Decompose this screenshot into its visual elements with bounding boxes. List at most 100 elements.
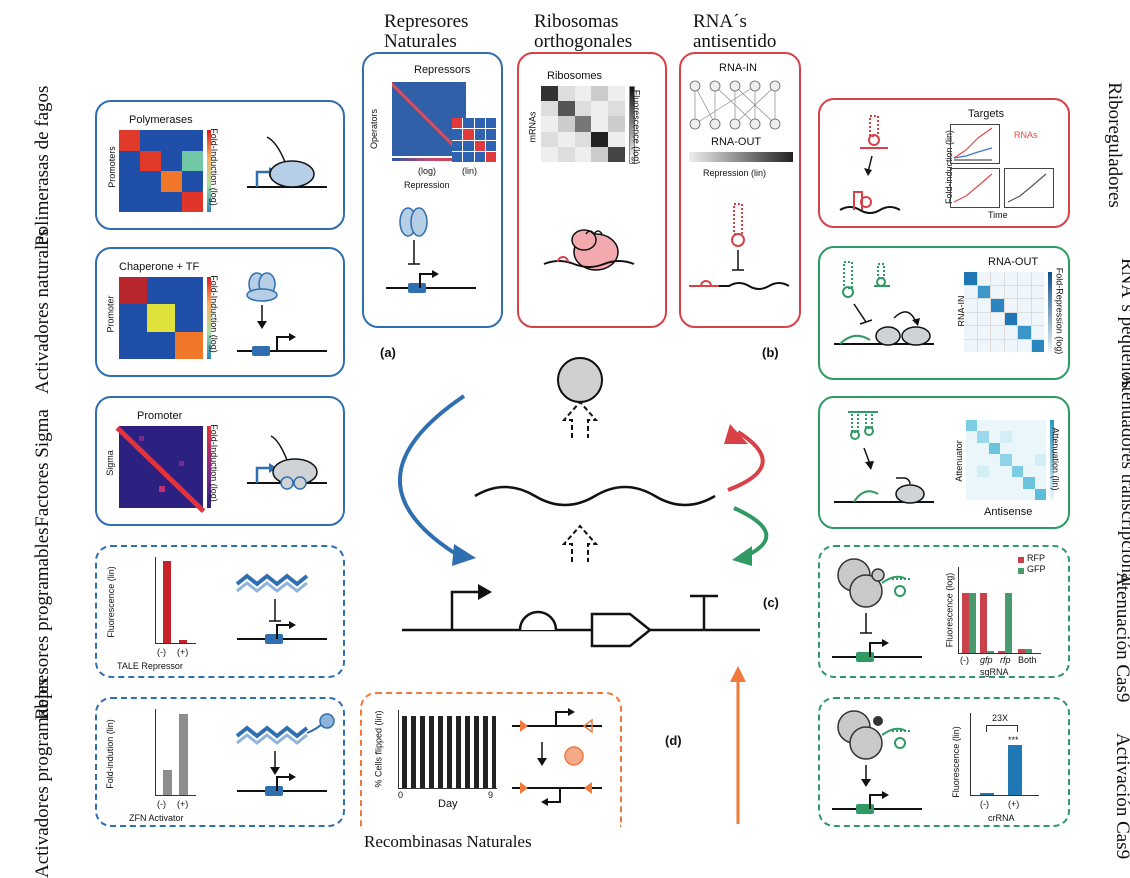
cas9-act-bar-plus[interactable] [1008, 745, 1022, 795]
antisense-glyph [689, 203, 790, 290]
cas9-atten-bar-4[interactable] [987, 651, 994, 653]
attenuator-glyph [834, 411, 934, 504]
cas9-atten-cat-1: (-) [960, 655, 969, 665]
cas9-atten-legend-gfp-swatch [1018, 568, 1024, 574]
attenuator-ylabel: Attenuator [953, 440, 964, 482]
zfn-bar-plus[interactable] [179, 714, 188, 795]
polymerases-cbar-label: Fold-Induction (log) [208, 128, 219, 206]
panel-letter-c: (c) [763, 595, 779, 610]
cas9-atten-bar-1[interactable] [962, 593, 969, 653]
repressors-log-bar [392, 158, 466, 161]
zfn-bar-minus[interactable] [163, 770, 172, 795]
activators-ylabel: Promoter [105, 295, 116, 333]
recombinase-tick-0: 0 [398, 790, 404, 800]
tale-cat-minus: (-) [157, 647, 166, 657]
protein-circle [557, 357, 603, 403]
recombinase-axes [398, 710, 497, 789]
panel-atenuadores: Attenuator Attenuation (lin) Antisense [818, 396, 1070, 529]
cas9-atten-bar-5[interactable] [998, 651, 1005, 653]
zfn-xlabel: ZFN Activator [129, 813, 184, 823]
ribosomes-ylabel: mRNAs [527, 111, 538, 143]
cas9-atten-bar-7[interactable] [1018, 649, 1025, 653]
label-atenuacion-cas9: Atenuación Cas9 [1112, 572, 1130, 703]
label-riboreguladores: Riboreguladores [1104, 82, 1125, 208]
cas9-act-stars: *** [1008, 735, 1019, 745]
repressors-ylabel: Operators [369, 108, 380, 150]
antisense-bottom-label: RNA-OUT [711, 136, 762, 148]
repressors-title: Repressors [414, 64, 471, 76]
repressors-log-label: (log) [418, 166, 437, 176]
activators-heatmap [119, 277, 203, 359]
riboreg-curves [953, 127, 1047, 203]
cas9-atten-cat-3: rfp [1000, 655, 1011, 665]
label-rnas-antisentido: RNA´s antisentido [693, 11, 777, 52]
cas9-atten-bar-3[interactable] [980, 593, 987, 653]
small-rna-colorbar [1048, 272, 1052, 352]
cas9-atten-bar-6[interactable] [1005, 593, 1012, 653]
panel-atenuacion-cas9: Fluorescence (log) RFP GFP (-) gfp rfp B… [818, 545, 1070, 678]
tale-cat-plus: (+) [177, 647, 189, 657]
cas9-act-axes [970, 713, 1039, 796]
panel-recombinasas: % Cells flipped (lin) 0 9 Day [360, 692, 622, 827]
small-rna-glyph [834, 261, 934, 346]
riboreg-plot-1 [950, 124, 1000, 164]
cas9-atten-cat-2: gfp [980, 655, 993, 665]
repressors-lin-label: (lin) [462, 166, 477, 176]
sigma-title: Promoter [137, 410, 183, 422]
tale-axes [155, 557, 196, 644]
riboregulator-glyph [839, 115, 901, 214]
rbs [518, 610, 558, 631]
tale-bar-minus[interactable] [163, 561, 171, 643]
zfn-ylabel: Fold-indution (lin) [104, 719, 115, 789]
activator-glyph [237, 272, 327, 356]
recombinase-ylabel: % Cells flipped (lin) [373, 710, 384, 788]
panel-rnas-pequenos: RNA-OUT RNA-IN Fold-Repression (log) [818, 246, 1070, 380]
cas9-atten-xlabel: sgRNA [980, 667, 1009, 677]
tale-bar-plus[interactable] [179, 640, 187, 643]
cas9-atten-cat-4: Both [1018, 655, 1037, 665]
recombinase-xlabel: Day [438, 798, 458, 810]
riboreg-plot-2 [950, 168, 1000, 208]
repressor-glyph [386, 207, 476, 293]
riboreg-legend: RNAs [1014, 130, 1038, 140]
cas9-atten-bar-8[interactable] [1025, 649, 1032, 653]
panel-represores-programables: Fluorescence (lin) (-) (+) TALE Represso… [95, 545, 345, 678]
zfn-glyph [235, 713, 335, 796]
panel-rnas-antisentido: RNA-IN RNA-OUT Repression (lin) [679, 52, 801, 328]
small-rna-cbar-label: Fold-Repression (log) [1054, 267, 1065, 355]
promoter-arrow [450, 590, 478, 630]
panel-riboreguladores: Targets Fold-induction (lin) RNAs Time [818, 98, 1070, 228]
repressors-heatmap-lin [452, 118, 496, 162]
transcription-arrow [561, 524, 599, 562]
activators-cbar-label: Fold-Induction (log) [208, 275, 219, 353]
sigma-glyph [247, 435, 327, 490]
attenuator-xlabel: Antisense [984, 506, 1033, 518]
panel-activadores-naturales: Chaperone + TF Promoter Fold-Induction (… [95, 247, 345, 377]
cas9-atten-axes [958, 567, 1041, 654]
red-arrow [727, 430, 765, 492]
panel-letter-d: (d) [665, 733, 682, 748]
cas9-act-bar-minus[interactable] [980, 793, 994, 795]
cas9-act-ylabel: Fluorescence (lin) [950, 726, 961, 798]
repressors-xlabel: Repression [404, 180, 450, 190]
label-factores-sigma: Factores Sigma [32, 409, 53, 527]
cas9-atten-legend-rfp: RFP [1027, 553, 1045, 563]
riboreg-plot-3 [1004, 168, 1054, 208]
label-atenuadores: Atenuadores transcripcional [1117, 373, 1130, 587]
panel-polimerasas: Polymerases Promoters Fold-Induction (lo… [95, 100, 345, 230]
panel-letter-b: (b) [762, 345, 779, 360]
panel-activacion-cas9: Fluorescence (lin) *** 23X (-) (+) crRNA [818, 697, 1070, 827]
mrna-wave [474, 485, 716, 507]
panel-represores-naturales: Repressors Operators (log) (lin) Repress… [362, 52, 503, 328]
activators-title: Chaperone + TF [119, 261, 200, 273]
sigma-ylabel: Sigma [104, 450, 115, 476]
central-diagram [398, 357, 769, 690]
cas9-atten-bar-2[interactable] [969, 593, 976, 653]
ribosomes-heatmap [541, 86, 625, 162]
label-represores-naturales: Represores Naturales [384, 11, 469, 52]
orange-up-arrow [730, 666, 746, 824]
antisense-xlabel: Repression (lin) [703, 168, 767, 178]
cas9-atten-legend-rfp-swatch [1018, 557, 1024, 563]
label-activacion-cas9: Activación Cas9 [1112, 733, 1130, 860]
cds [590, 612, 653, 648]
